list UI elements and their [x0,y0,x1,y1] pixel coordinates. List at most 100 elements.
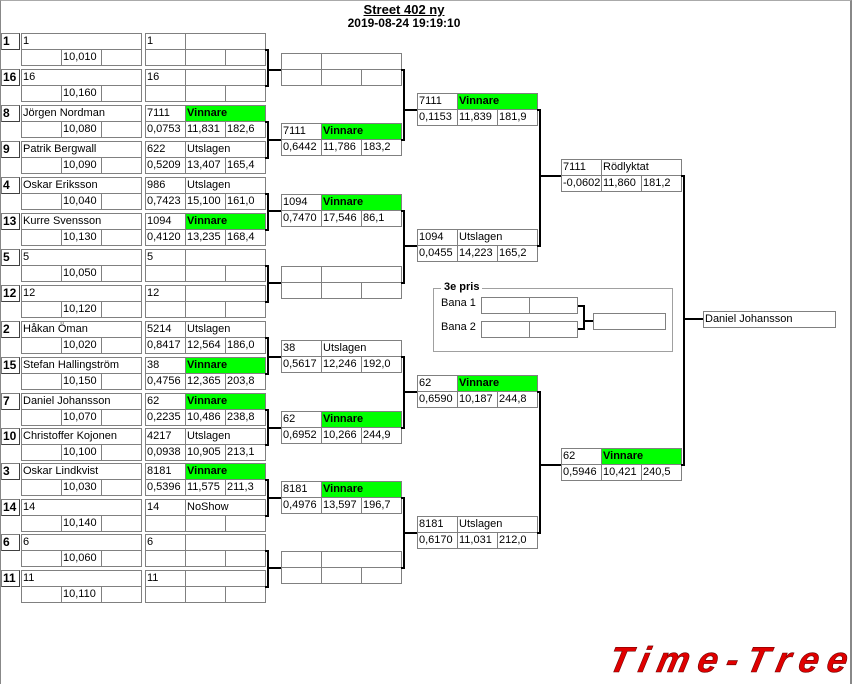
dial-in: 10,030 [61,479,102,496]
elapsed-time: 12,564 [185,337,226,354]
dial-in: 10,020 [61,337,102,354]
lane1-label: Bana 1 [441,297,476,309]
bracket-line [403,109,417,111]
bracket-line [401,282,404,284]
dial-in: 10,090 [61,157,102,174]
empty-cell [21,444,62,461]
speed [225,301,266,318]
seed-number: 7 [1,393,20,410]
dial-in: 10,100 [61,444,102,461]
bracket-line [681,175,684,177]
seed-number: 16 [1,69,20,86]
bracket-line [265,85,268,87]
bracket-line [265,409,268,411]
bracket-line [267,550,269,588]
bracket-line [265,337,268,339]
car-number: 62 [561,448,602,465]
seed-number: 13 [1,213,20,230]
car-number: 11 [145,570,186,587]
elapsed-time: 11,860 [601,175,642,192]
seed-number: 3 [1,463,20,480]
speed: 86,1 [361,210,402,227]
bracket-line [403,391,417,393]
car-number: 12 [145,285,186,302]
speed: 244,9 [361,427,402,444]
bracket-line [267,356,281,358]
third-place-winner-field[interactable] [593,313,666,330]
bracket-line [267,139,281,141]
bracket-line [265,373,268,375]
empty-cell [101,409,142,426]
bracket-line [267,567,281,569]
seed-number: 1 [1,33,20,50]
elapsed-time: 15,100 [185,193,226,210]
event-title: Street 402 ny [363,2,445,17]
bracket-line [401,210,404,212]
seed-number: 10 [1,428,20,445]
car-number: 986 [145,177,186,194]
car-number: 5 [145,249,186,266]
bracket-line [683,318,703,320]
driver-name: Kurre Svensson [21,213,142,230]
driver-name: Christoffer Kojonen [21,428,142,445]
driver-name: Jörgen Nordman [21,105,142,122]
speed: 165,4 [225,157,266,174]
car-number: 7111 [145,105,186,122]
lane2-field-a[interactable] [481,321,530,338]
elapsed-time: 11,031 [457,532,498,549]
seed-number: 14 [1,499,20,516]
bracket-line [401,567,404,569]
empty-cell [21,193,62,210]
empty-cell [21,85,62,102]
seed-number: 4 [1,177,20,194]
reaction-time: 0,7470 [281,210,322,227]
elapsed-time: 10,486 [185,409,226,426]
empty-cell [101,193,142,210]
car-number [281,551,322,568]
bracket-line [265,586,268,588]
elapsed-time: 14,223 [457,245,498,262]
reaction-time: 0,6590 [417,391,458,408]
status-label [185,285,266,302]
seed-number: 12 [1,285,20,302]
empty-cell [21,586,62,603]
speed [225,586,266,603]
seed-number: 11 [1,570,20,587]
car-number: 6 [145,534,186,551]
empty-cell [101,586,142,603]
speed: 238,8 [225,409,266,426]
lane1-field-a[interactable] [481,297,530,314]
reaction-time: 0,0455 [417,245,458,262]
bracket-line [401,139,404,141]
bracket-line [265,157,268,159]
seed-number: 15 [1,357,20,374]
elapsed-time: 11,831 [185,121,226,138]
bracket-line [267,210,281,212]
bracket-line [267,282,281,284]
elapsed-time: 12,246 [321,356,362,373]
reaction-time: 0,6170 [417,532,458,549]
dial-in: 10,050 [61,265,102,282]
status-label: Utslagen [185,177,266,194]
seed-number: 8 [1,105,20,122]
car-number: 1094 [417,229,458,246]
empty-cell [21,409,62,426]
empty-cell [101,229,142,246]
reaction-time: 0,6952 [281,427,322,444]
car-number: 62 [281,411,322,428]
speed [361,69,402,86]
elapsed-time: 11,575 [185,479,226,496]
reaction-time: 0,7423 [145,193,186,210]
reaction-time [281,69,322,86]
elapsed-time: 12,365 [185,373,226,390]
driver-name: Stefan Hallingström [21,357,142,374]
status-label [321,53,402,70]
bracket-line [265,229,268,231]
speed [225,85,266,102]
status-label: Vinnare [321,481,402,498]
lane2-field-b[interactable] [529,321,578,338]
empty-cell [101,337,142,354]
elapsed-time: 11,839 [457,109,498,126]
driver-name: 5 [21,249,142,266]
lane1-field-b[interactable] [529,297,578,314]
